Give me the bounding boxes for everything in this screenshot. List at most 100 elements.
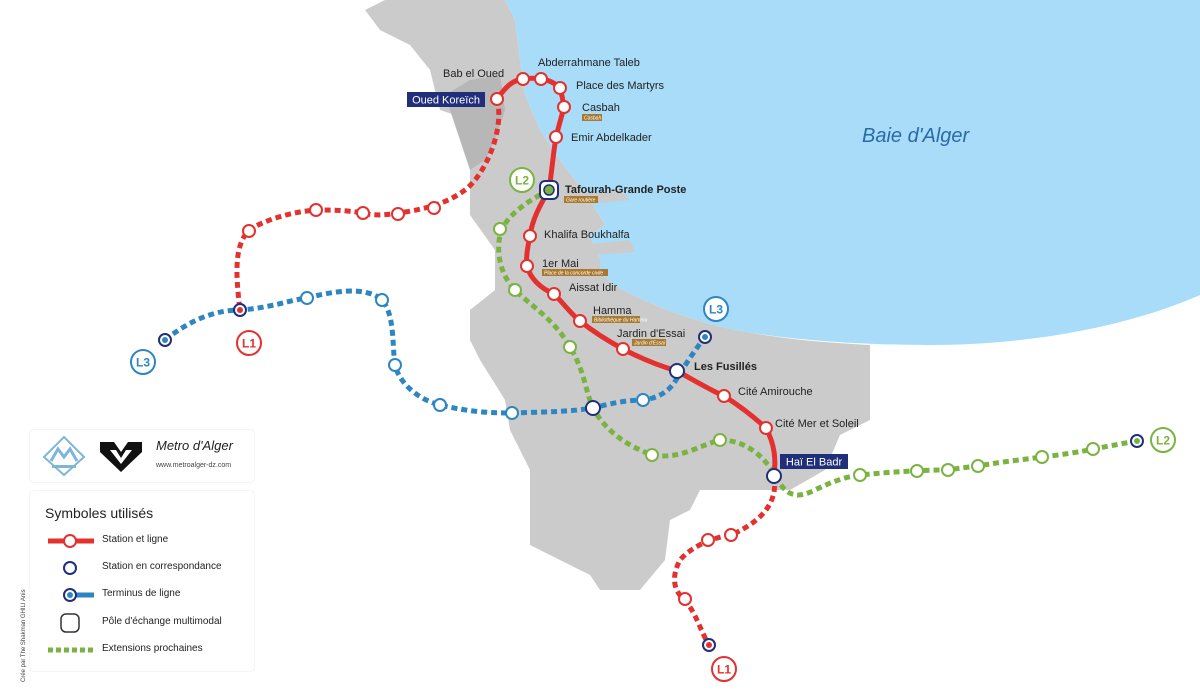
- station-l2-1[interactable]: [493, 222, 507, 236]
- station-bab-el-oued[interactable]: [516, 72, 530, 86]
- svg-text:L1: L1: [717, 663, 731, 677]
- terminus-l2-east[interactable]: [1130, 434, 1144, 448]
- svg-text:L3: L3: [709, 303, 723, 317]
- station-l3-5[interactable]: [505, 406, 519, 420]
- station-l3-6[interactable]: [636, 393, 650, 407]
- legend-label: Extensions prochaines: [102, 643, 203, 654]
- station-l1-ext-5[interactable]: [242, 224, 256, 238]
- station-l1-ext-7[interactable]: [701, 533, 715, 547]
- sea: [505, 0, 1200, 345]
- label-khalifa: Khalifa Boukhalfa: [544, 229, 630, 241]
- line-l2: [496, 187, 1138, 498]
- station-l2-9[interactable]: [971, 459, 985, 473]
- station-l2-2[interactable]: [508, 283, 522, 297]
- legend-label: Pôle d'échange multimodal: [102, 616, 222, 627]
- station-l2-7[interactable]: [910, 464, 924, 478]
- sublabel-casbah: Casbah: [584, 116, 601, 122]
- station-tafourah-hub[interactable]: [539, 180, 559, 200]
- legend-title: Symboles utilisés: [45, 505, 154, 521]
- terminus-l1-west[interactable]: [233, 303, 247, 317]
- station-l1-ext-8[interactable]: [678, 592, 692, 606]
- station-l2-8[interactable]: [941, 463, 955, 477]
- terminus-label-hai-el-badr: Haï El Badr: [780, 454, 848, 469]
- terminus-l1-south[interactable]: [702, 638, 716, 652]
- label-bab-el-oued: Bab el Oued: [443, 68, 504, 80]
- station-hamma[interactable]: [573, 314, 587, 328]
- terminus-l3-east[interactable]: [698, 330, 712, 344]
- station-l2-11[interactable]: [1086, 442, 1100, 456]
- station-l1-ext-6[interactable]: [724, 528, 738, 542]
- sublabel-jardin-essai: Jardin d'Essai: [633, 341, 666, 347]
- label-jardin-essai: Jardin d'Essai: [617, 328, 685, 340]
- legend-item-multimodal: Pôle d'échange multimodal: [42, 613, 252, 633]
- algiers-transport-logo-icon: [42, 435, 86, 477]
- station-l3-3[interactable]: [388, 358, 402, 372]
- station-l2-10[interactable]: [1035, 450, 1049, 464]
- brand-url[interactable]: www.metroalger-dz.com: [156, 462, 232, 469]
- station-l3-1[interactable]: [300, 291, 314, 305]
- station-casbah[interactable]: [557, 100, 571, 114]
- svg-text:L1: L1: [242, 337, 256, 351]
- l3-stations: [300, 291, 650, 420]
- station-place-des-martyrs[interactable]: [553, 81, 567, 95]
- legend-item-extensions: Extensions prochaines: [42, 640, 252, 660]
- svg-text:Haï El Badr: Haï El Badr: [786, 457, 843, 469]
- station-hai-el-badr[interactable]: [766, 468, 782, 484]
- interchange-station-icon: [63, 561, 77, 575]
- badge-l1-south: L1: [711, 656, 737, 682]
- badge-l2-right: L2: [1150, 427, 1176, 453]
- brand-title: Metro d'Alger: [156, 438, 233, 453]
- multimodal-hub-icon: [60, 613, 80, 633]
- label-1er-mai: 1er Mai: [542, 258, 579, 270]
- station-interchange-l2-l3[interactable]: [585, 400, 601, 416]
- sublabel-1er-mai: Place de la concorde civile: [544, 271, 603, 277]
- brand-panel: Metro d'Alger www.metroalger-dz.com: [30, 430, 254, 482]
- svg-text:L2: L2: [515, 174, 529, 188]
- line-l1: [494, 75, 778, 477]
- label-casbah: Casbah: [582, 102, 620, 114]
- station-l2-6[interactable]: [853, 468, 867, 482]
- station-aissat-idir[interactable]: [547, 287, 561, 301]
- label-emir-abdelkader: Emir Abdelkader: [571, 132, 652, 144]
- station-l1-ext-3[interactable]: [356, 206, 370, 220]
- station-l1-ext-1[interactable]: [427, 201, 441, 215]
- label-cite-mer-soleil: Cité Mer et Soleil: [775, 418, 859, 430]
- svg-text:L2: L2: [1156, 434, 1170, 448]
- station-l2-4[interactable]: [645, 448, 659, 462]
- red-line-station-icon: [48, 534, 94, 548]
- station-l1-ext-2[interactable]: [391, 207, 405, 221]
- station-emir-abdelkader[interactable]: [549, 130, 563, 144]
- station-l1-ext-4[interactable]: [309, 203, 323, 217]
- svg-text:Oued Koreïch: Oued Koreïch: [412, 95, 480, 107]
- legend-label: Station et ligne: [102, 534, 169, 545]
- station-1er-mai[interactable]: [520, 259, 534, 273]
- legend-label: Station en correspondance: [102, 561, 222, 572]
- label-place-des-martyrs: Place des Martyrs: [576, 80, 665, 92]
- legend-label: Terminus de ligne: [102, 588, 181, 599]
- station-les-fusilles[interactable]: [669, 363, 685, 379]
- station-cite-amirouche[interactable]: [717, 389, 731, 403]
- station-cite-mer-soleil[interactable]: [759, 421, 773, 435]
- label-aissat-idir: Aissat Idir: [569, 282, 618, 294]
- station-l2-5[interactable]: [713, 433, 727, 447]
- station-l3-2[interactable]: [375, 293, 389, 307]
- legend-item-interchange: Station en correspondance: [42, 558, 252, 578]
- line-terminus-icon: [63, 588, 94, 602]
- station-abderrahmane-taleb[interactable]: [534, 72, 548, 86]
- station-l3-4[interactable]: [433, 398, 447, 412]
- station-jardin-essai[interactable]: [616, 342, 630, 356]
- station-khalifa[interactable]: [523, 229, 537, 243]
- line-l3: [163, 288, 707, 416]
- svg-text:L3: L3: [136, 356, 150, 370]
- credit-text: Crée par The Shakman GHILI Anis: [21, 589, 27, 682]
- l1-stations: [242, 72, 773, 606]
- sublabel-tafourah: Gare routière: [566, 198, 596, 204]
- station-oued-koreich[interactable]: [490, 92, 504, 106]
- legend-item-station-line: Station et ligne: [42, 531, 252, 551]
- legend-item-terminus: Terminus de ligne: [42, 585, 252, 605]
- badge-l3-west: L3: [130, 349, 156, 375]
- label-abderrahmane-taleb: Abderrahmane Taleb: [538, 57, 640, 69]
- l2-stations: [493, 222, 1100, 482]
- station-l2-3[interactable]: [563, 340, 577, 354]
- terminus-l3-west[interactable]: [158, 333, 172, 347]
